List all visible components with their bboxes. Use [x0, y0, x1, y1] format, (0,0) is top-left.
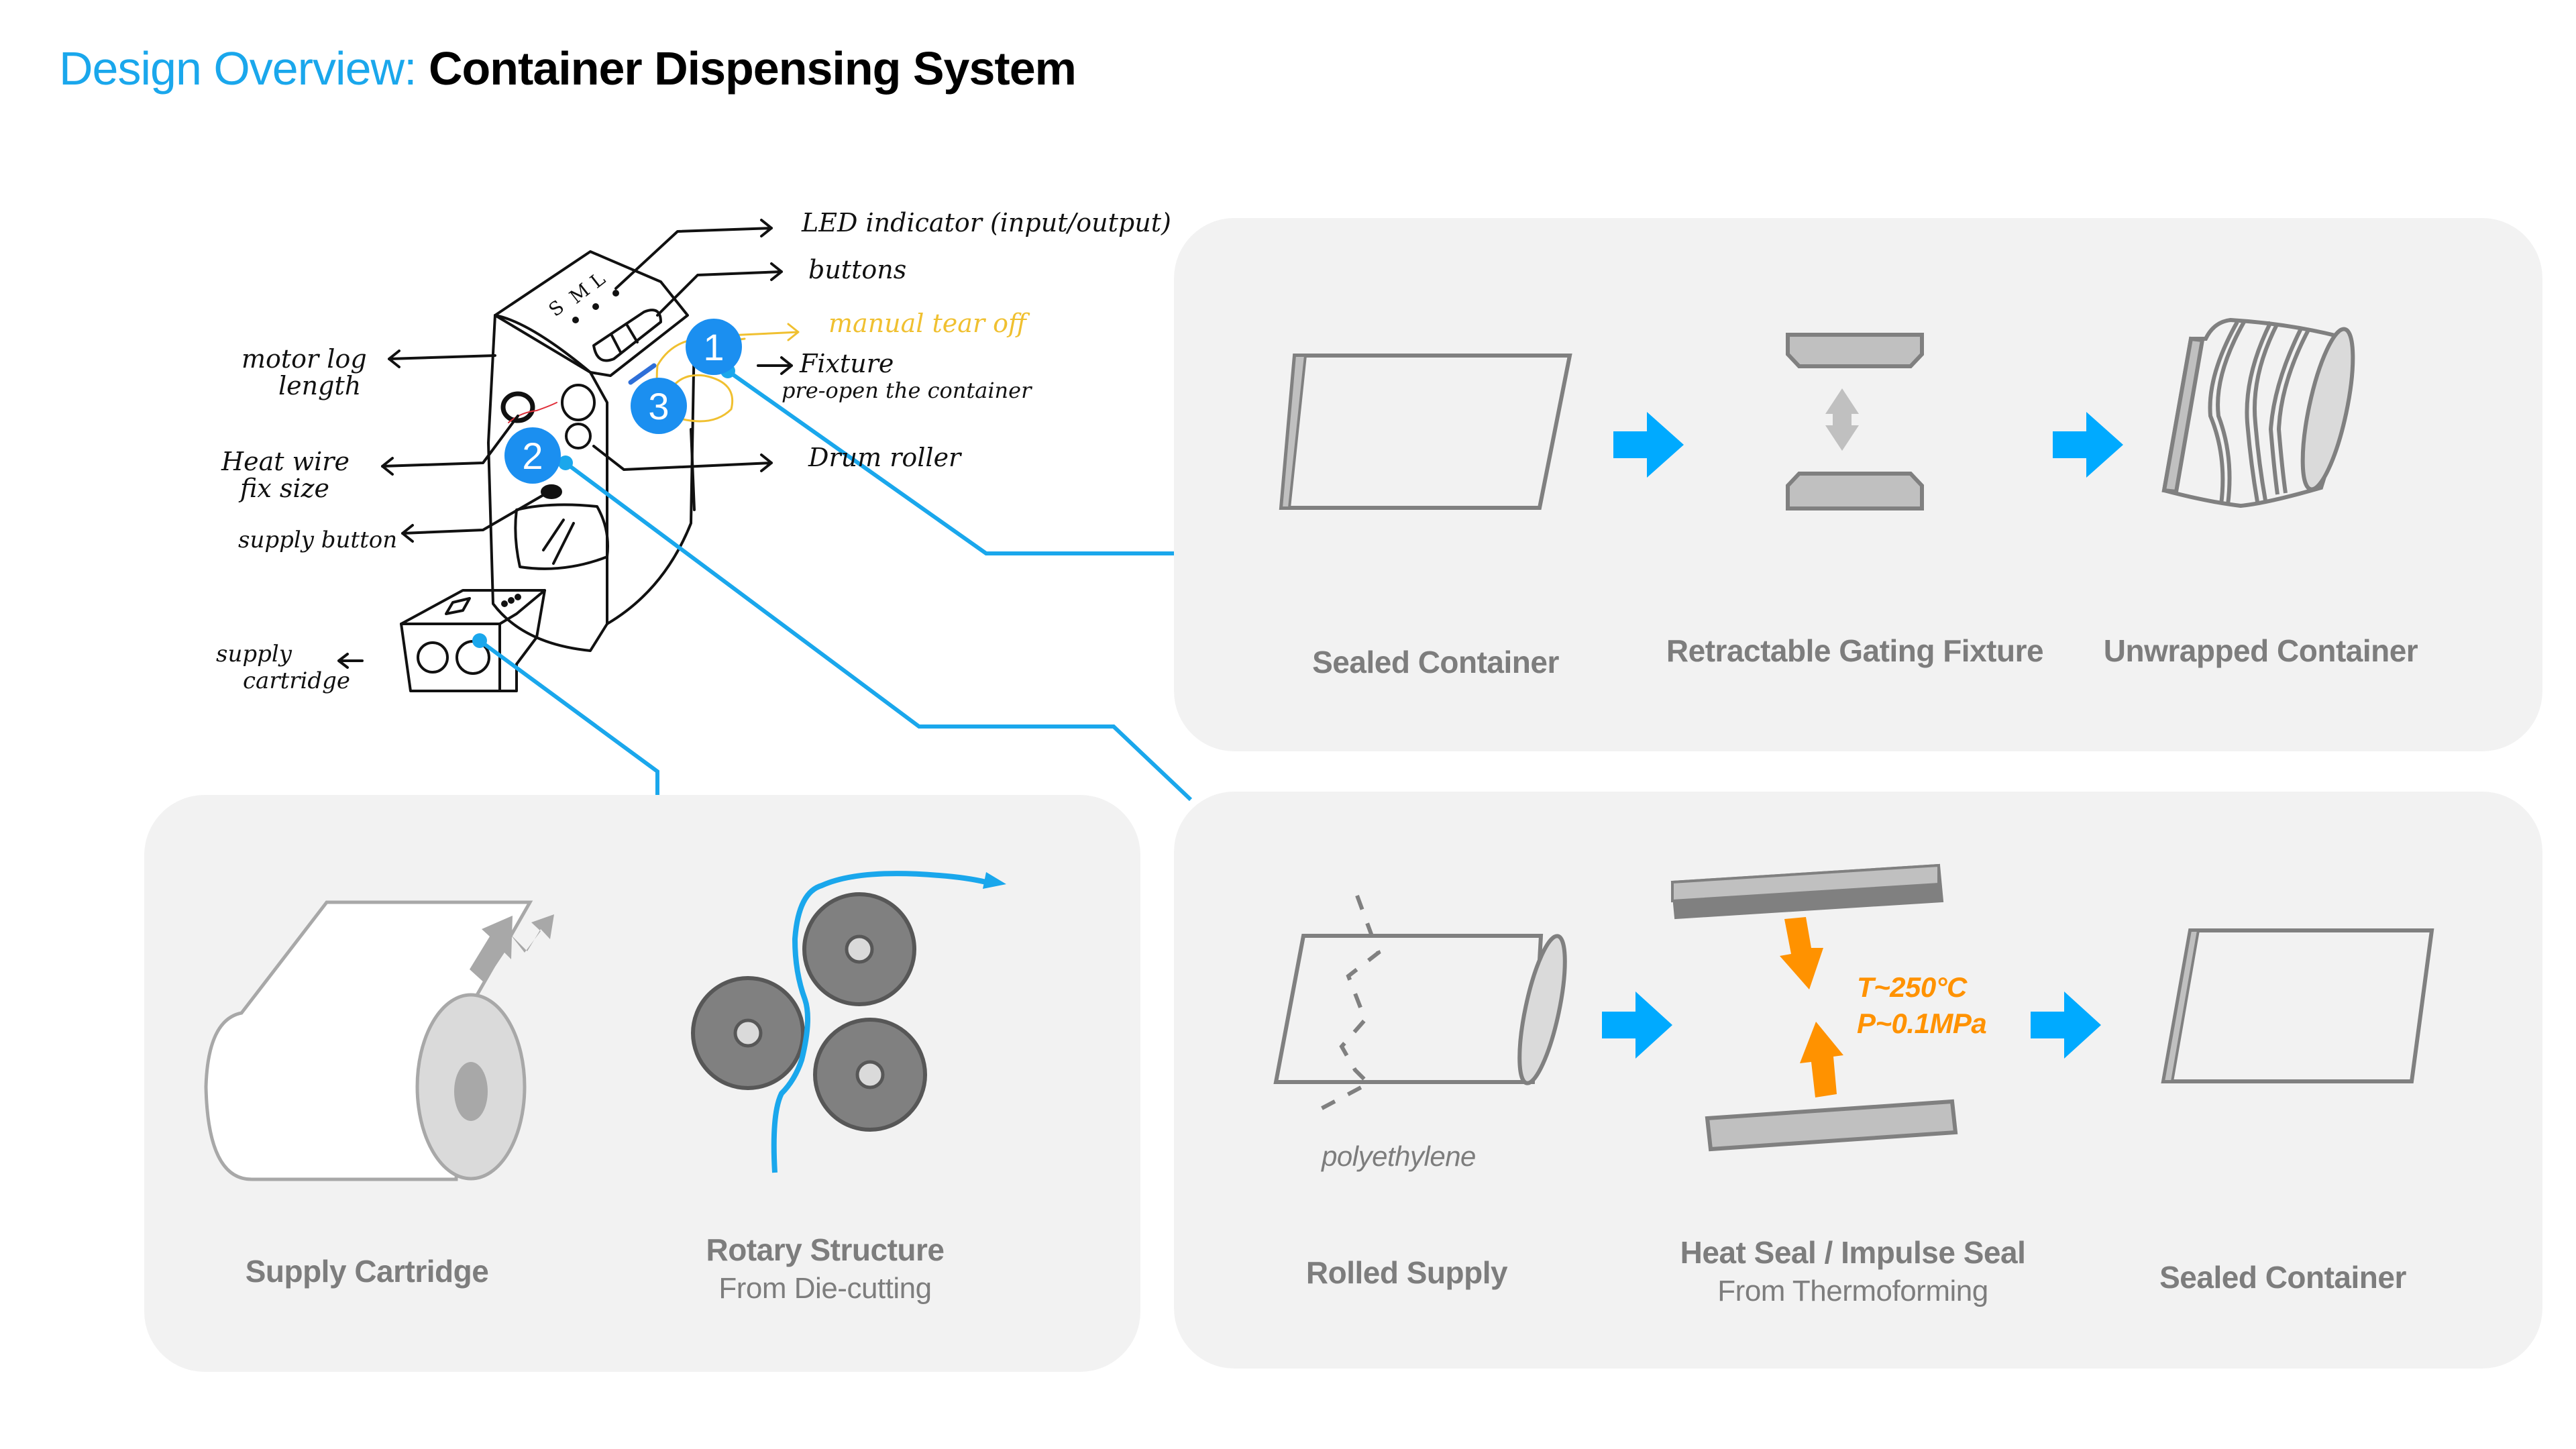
sealed-container-icon-bottom	[2161, 928, 2434, 1083]
annotation-heat-line2: fix size	[240, 474, 330, 503]
annotation-heat-line1: Heat wire	[221, 447, 350, 476]
callout-badge-2[interactable]: 2	[504, 427, 561, 484]
step-label-rolled-supply: Rolled Supply	[1305, 1255, 1508, 1290]
connector-2-dot	[558, 455, 573, 470]
annotation-drum-roller: Drum roller	[808, 443, 961, 472]
leader-led	[614, 219, 773, 290]
rotary-structure-icon	[691, 871, 1006, 1173]
page-title: Design Overview: Container Dispensing Sy…	[59, 42, 1077, 95]
connector-2	[564, 461, 1193, 802]
leader-tear	[727, 323, 800, 341]
press-arrow-up	[1800, 1022, 1843, 1097]
heat-seal-parameters: T~250°C P~0.1MPa	[1857, 969, 1987, 1042]
annotation-fixture: Fixture	[800, 349, 894, 378]
step-label-sealed-container-bottom: Sealed Container	[2159, 1260, 2406, 1295]
callout-connectors	[478, 369, 1193, 802]
flow-arrow-3	[1602, 991, 1672, 1059]
material-label-polyethylene: polyethylene	[1322, 1140, 1476, 1172]
step-label-sealed-container-top: Sealed Container	[1312, 645, 1559, 680]
temperature-value: T~250°C	[1857, 971, 1967, 1003]
leader-cartridge	[337, 653, 364, 669]
rolled-supply-icon	[1273, 894, 1567, 1112]
step-label-heat-seal: Heat Seal / Impulse Seal	[1680, 1235, 2026, 1270]
leader-buttons	[656, 262, 783, 317]
annotation-cartridge-line1: supply	[216, 641, 292, 667]
title-prefix: Design Overview:	[59, 42, 417, 95]
step-label-supply-cartridge: Supply Cartridge	[245, 1254, 489, 1289]
drum-roller-sketch	[561, 384, 596, 421]
pressure-value: P~0.1MPa	[1857, 1008, 1987, 1039]
annotation-heat-wire: Heat wire fix size	[221, 448, 350, 502]
heat-seal-icon	[1670, 863, 1958, 1152]
pull-arrow	[470, 916, 513, 983]
connector-1	[727, 369, 1174, 555]
annotation-motor-line1: motor log	[241, 344, 367, 374]
step-rotary-structure: Rotary Structure From Die-cutting	[706, 1232, 945, 1305]
sealed-container-icon-top	[1279, 354, 1572, 510]
connector-3	[478, 639, 659, 795]
gating-fixture-icon	[1786, 333, 1924, 511]
leader-heat	[381, 415, 519, 476]
heat-roller-sketch	[500, 391, 535, 423]
annotation-pre-open: pre-open the container	[782, 378, 1032, 403]
connector-3-dot	[472, 633, 487, 648]
step-label-unwrapped-container: Unwrapped Container	[2103, 633, 2418, 668]
leader-motor	[388, 350, 496, 368]
annotation-manual-tear-off: manual tear off	[828, 309, 1026, 338]
leader-fixture	[757, 356, 793, 375]
flow-arrow-4	[2031, 991, 2101, 1059]
annotation-motor-line2: length	[278, 371, 362, 400]
step-label-gating-fixture: Retractable Gating Fixture	[1666, 633, 2044, 668]
step-label-rotary-structure: Rotary Structure	[706, 1232, 945, 1267]
flow-arrow-1	[1613, 412, 1684, 478]
device-body	[487, 314, 696, 652]
leader-supplybtn	[401, 492, 548, 543]
annotation-supply-button: supply button	[238, 527, 398, 553]
annotation-motor-log: motor log length	[241, 345, 367, 399]
press-arrow-down	[1780, 917, 1823, 989]
flow-arrow-2	[2053, 412, 2123, 478]
buttons-sketch	[592, 309, 662, 362]
film-path	[771, 871, 987, 1173]
annotation-cartridge-line2: cartridge	[243, 667, 351, 694]
callout-badge-3[interactable]: 3	[631, 378, 687, 434]
step-heat-seal: Heat Seal / Impulse Seal From Thermoform…	[1680, 1234, 2026, 1308]
unwrapped-container-icon	[2161, 317, 2355, 508]
annotation-buttons: buttons	[808, 255, 907, 284]
device-sketch	[337, 219, 800, 692]
leader-drum	[592, 445, 773, 472]
annotation-supply-cartridge: supply cartridge	[216, 641, 350, 694]
step-sublabel-die-cutting: From Die-cutting	[718, 1272, 932, 1305]
annotation-led: LED indicator (input/output)	[802, 208, 1171, 237]
title-main: Container Dispensing System	[428, 42, 1077, 95]
step-sublabel-thermoforming: From Thermoforming	[1717, 1275, 1988, 1307]
callout-badge-1[interactable]: 1	[686, 319, 742, 375]
supply-roll-icon	[204, 900, 554, 1181]
cartridge-sketch	[400, 589, 546, 692]
